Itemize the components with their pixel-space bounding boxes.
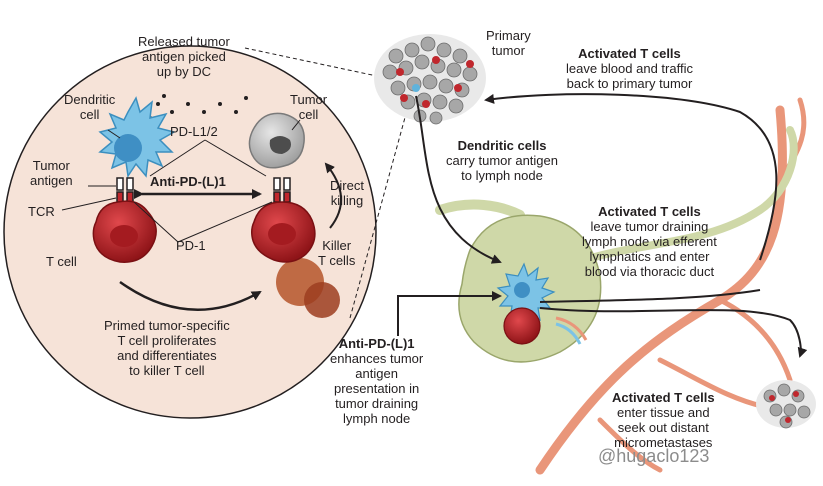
- dendritic-cell-icon: [98, 96, 176, 179]
- primary-tumor-label: Primary tumor: [486, 28, 531, 58]
- lymph-node-icon: [458, 214, 602, 363]
- dc-carry-label: Dendritic cells carry tumor antigen to l…: [446, 138, 558, 183]
- killer-t-cells-label: Killer T cells: [318, 238, 356, 268]
- watermark-label: @hugaclo123: [598, 446, 710, 466]
- synapse-right: [273, 177, 291, 203]
- t-cell-icon: [92, 200, 157, 263]
- released-antigen-label: Released tumor antigen picked up by DC: [138, 34, 230, 79]
- node-to-blood-arrow: [539, 289, 761, 303]
- lymphatic-vessel: [435, 126, 798, 274]
- dc-to-node-arrow: [415, 95, 502, 264]
- activated-mid-label: Activated T cells leave tumor draining l…: [582, 204, 717, 279]
- return-to-tumor-arrow: [484, 93, 778, 261]
- pd-l1-2-label: PD-L1/2: [170, 124, 218, 139]
- anti-pd-node-label: Anti-PD-(L)1 enhances tumor antigen pres…: [330, 336, 424, 426]
- direct-killing-arrow: [324, 162, 343, 229]
- primary-tumor-icon: [374, 34, 486, 125]
- direct-killing-label: Direct killing: [330, 178, 364, 208]
- anti-pd-label: Anti-PD-(L)1: [150, 174, 226, 189]
- metastasis-icon: [756, 380, 816, 429]
- primed-t-cell-label: Primed tumor-specific T cell proliferate…: [104, 318, 230, 378]
- pointer-lines: [61, 119, 301, 243]
- tumor-cell-icon: [248, 112, 305, 169]
- activated-bottom-label: Activated T cells enter tissue and seek …: [612, 390, 715, 450]
- tcr-label: TCR: [28, 204, 55, 219]
- tumor-antigen-label: Tumor antigen: [30, 158, 73, 188]
- activated-top-label: Activated T cells leave blood and traffi…: [566, 46, 693, 91]
- to-metastasis-arrow: [539, 307, 808, 358]
- synapse-left: [116, 177, 134, 203]
- pd-1-label: PD-1: [176, 238, 206, 253]
- t-cell-label: T cell: [46, 254, 77, 269]
- killer-t-cells-icon: [251, 201, 340, 318]
- anti-pd-node-arrow: [397, 291, 502, 336]
- tumor-cell-label: Tumor cell: [290, 92, 328, 122]
- dendritic-cell-label: Dendritic cell: [64, 92, 116, 122]
- proliferation-arrow: [119, 280, 262, 312]
